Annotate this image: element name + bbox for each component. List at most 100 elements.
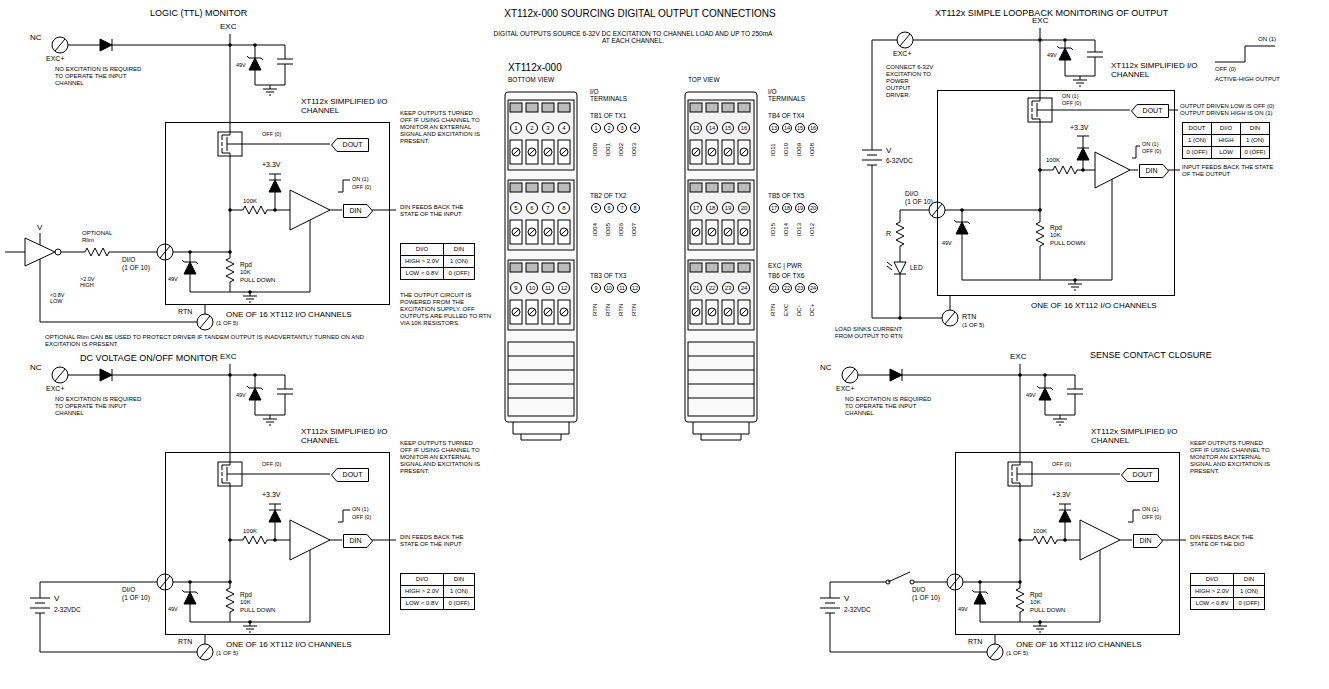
terminal-number: 10 [604, 283, 614, 293]
pin-name: IO11 [770, 143, 777, 156]
note-text: KEEP OUTPUTS TURNED OFF IF USING CHANNEL… [1190, 440, 1272, 474]
component-name: Rpd [240, 591, 252, 598]
terminal-name: NC [820, 363, 832, 372]
supply-label: +3.3V [262, 161, 281, 169]
supply-label: 2-32VDC [844, 606, 871, 613]
terminal-number: 17 [769, 203, 779, 213]
terminal-number: 7 [617, 203, 627, 213]
panel-title: LOGIC (TTL) MONITOR [150, 8, 247, 18]
terminal-number: 21 [690, 282, 702, 294]
panel-title: XT112x SIMPLE LOOPBACK MONITORING OF OUT… [935, 8, 1168, 18]
component-value: 49V [1026, 392, 1036, 398]
tag-text: DOUT [1121, 468, 1159, 482]
terminal-name: (1 OF 5) [216, 650, 238, 657]
terminal-number: 14 [782, 123, 792, 133]
terminal-name: DI/O [122, 586, 135, 593]
component-value: 100K [243, 198, 257, 205]
note-text: DIN FEEDS BACK THE STATE OF THE DIO [1190, 534, 1268, 548]
terminal-number: 1 [591, 123, 601, 133]
pin-name: DC+ [809, 304, 816, 316]
table-cell: 0 (OFF) [1233, 597, 1265, 610]
component-name: Rpd [240, 261, 252, 268]
signal-name: V [54, 594, 59, 603]
tag-shape [1122, 469, 1159, 482]
note-text: THE OUTPUT CIRCUIT IS POWERED FROM THE E… [400, 292, 492, 326]
channel-footer: ONE OF 16 XT112 I/O CHANNELS [226, 640, 352, 649]
terminal-name: EXC+ [46, 55, 64, 63]
component-value: 49V [958, 606, 968, 612]
level-label: <0.8V LOW [50, 292, 76, 305]
signal-name: V [37, 223, 42, 232]
tag-shape [332, 139, 369, 152]
input-tag: DIN [1139, 164, 1169, 178]
input-tag: DIN [1133, 534, 1163, 548]
table-cell: 0 (OFF) [443, 267, 475, 280]
component-value: PULL DOWN [1030, 607, 1065, 614]
component-value: PULL DOWN [240, 607, 275, 614]
note-text: KEEP OUTPUTS TURNED OFF IF USING CHANNEL… [400, 440, 482, 474]
state-label: OFF (0) [1052, 461, 1071, 467]
component-name: OPTIONAL Rlim [82, 230, 118, 244]
terminal-number: 11 [542, 282, 554, 294]
supply-label: +3.3V [262, 491, 281, 499]
channel-heading: XT112x SIMPLIFIED I/O CHANNEL [1111, 61, 1211, 79]
component-name: Rpd [1050, 224, 1062, 231]
state-label: OFF (0) [352, 514, 371, 520]
terminal-number: 18 [706, 202, 718, 214]
table-cell: LOW [1211, 146, 1241, 159]
terminal-name: (1 OF 5) [216, 320, 238, 327]
tag-text: DIN [343, 204, 373, 218]
terminal-number: 16 [808, 123, 818, 133]
terminal-name: (1 OF 10) [905, 198, 933, 205]
pin-name: DC- [796, 305, 803, 316]
terminal-number: 6 [604, 203, 614, 213]
terminal-number: 22 [782, 283, 792, 293]
terminal-name: NC [30, 33, 42, 42]
table-cell: 0 (OFF) [443, 597, 475, 610]
io-channel-box: XT112x SIMPLIFIED I/O CHANNELONE OF 16 X… [165, 122, 390, 305]
io-channel-box: XT112x SIMPLIFIED I/O CHANNELONE OF 16 X… [165, 452, 390, 635]
terminal-number: 6 [526, 202, 538, 214]
state-label: OFF (0) [1215, 66, 1236, 73]
terminal-number: 12 [558, 282, 570, 294]
terminal-number: 20 [738, 202, 750, 214]
terminal-name: (1 OF 5) [962, 322, 984, 329]
terminal-name: NC [30, 363, 42, 372]
component-value: 49V [942, 240, 952, 246]
module-name: XT112x-000 [508, 62, 562, 74]
pin-name: IO06 [618, 223, 625, 236]
terminal-heading: I/O TERMINALS [590, 88, 634, 103]
channel-footer: ONE OF 16 XT112 I/O CHANNELS [1016, 640, 1142, 649]
channel-heading: XT112x SIMPLIFIED I/O CHANNEL [301, 97, 401, 115]
terminal-number: 15 [722, 122, 734, 134]
pin-name: IO02 [618, 143, 625, 156]
state-label: OFF (0) [1142, 148, 1161, 154]
panel-title: SENSE CONTACT CLOSURE [1090, 350, 1212, 360]
terminal-number: 9 [591, 283, 601, 293]
component-value: 100K [1033, 528, 1047, 535]
terminal-number: 19 [795, 203, 805, 213]
output-tag: DOUT [1131, 104, 1169, 118]
terminal-name: (1 OF 10) [912, 594, 940, 601]
pin-name: IO15 [770, 223, 777, 236]
tag-shape [332, 469, 369, 482]
note-text: DIN FEEDS BACK THE STATE OF THE INPUT [400, 204, 478, 218]
terminal-number: 9 [510, 282, 522, 294]
component-value: PULL DOWN [1050, 240, 1085, 247]
note-text: DIN FEEDS BACK THE STATE OF THE INPUT [400, 534, 478, 548]
output-tag: DOUT [331, 138, 369, 152]
pin-name: IO09 [796, 143, 803, 156]
terminal-number: 13 [769, 123, 779, 133]
terminal-number: 22 [706, 282, 718, 294]
terminal-number: 8 [558, 202, 570, 214]
pin-name: IO14 [783, 223, 790, 236]
pin-name: IO00 [592, 143, 599, 156]
pin-name: RTN [770, 304, 777, 316]
component-value: 100K [243, 528, 257, 535]
component-name: LED [910, 264, 923, 271]
terminal-block-name: TB1 OF TX1 [590, 112, 626, 119]
signal-name: V [886, 146, 891, 155]
terminal-heading: I/O TERMINALS [768, 88, 812, 103]
